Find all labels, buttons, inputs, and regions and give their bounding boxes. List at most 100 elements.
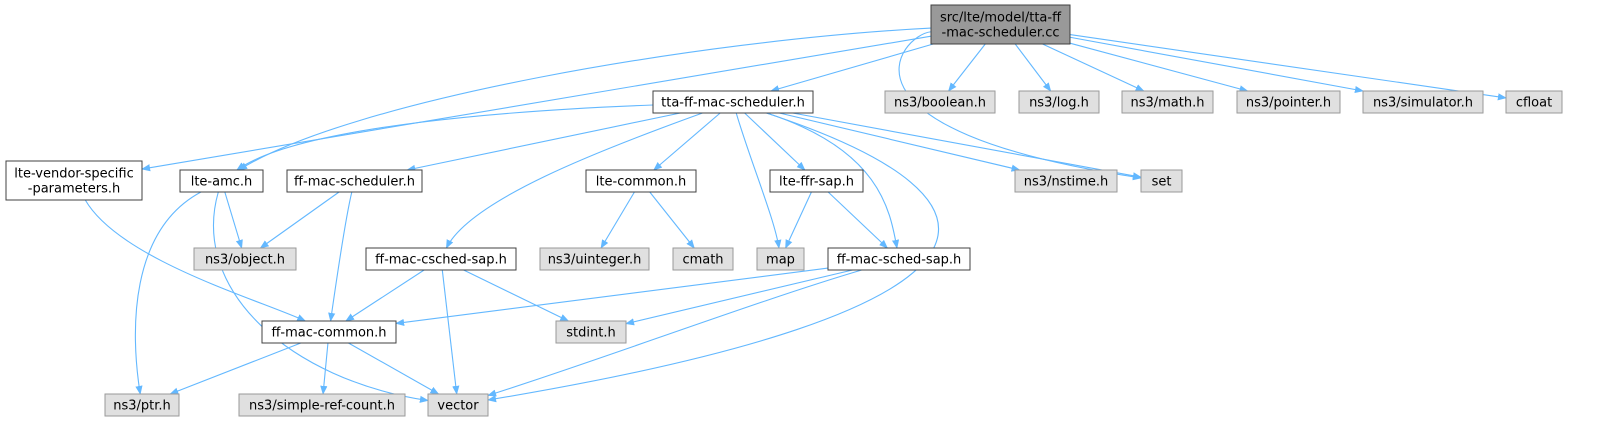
node-box-boolean: [884, 90, 996, 114]
node-box-sched: [827, 247, 971, 271]
node-label-amc: lte-amc.h: [191, 175, 253, 190]
node-ffms[interactable]: ff-mac-scheduler.h: [286, 169, 423, 193]
node-object: ns3/object.h: [193, 247, 297, 271]
node-lvsp[interactable]: lte-vendor-specific-parameters.h: [5, 160, 143, 201]
node-label-ffms: ff-mac-scheduler.h: [294, 175, 415, 190]
edge-ltecommon-to-uinteger: [600, 191, 635, 249]
node-simulator: ns3/simulator.h: [1362, 90, 1484, 114]
node-box-stdint: [555, 320, 627, 344]
node-label-csched: ff-mac-csched-sap.h: [375, 253, 507, 268]
edge-csched-to-vector: [441, 269, 460, 395]
node-label-sched: ff-mac-sched-sap.h: [837, 253, 962, 268]
node-label-vector: vector: [437, 399, 479, 414]
node-cfloat: cfloat: [1505, 90, 1563, 114]
edge-root-to-math: [1042, 43, 1145, 92]
node-box-common: [261, 320, 397, 344]
node-label-root-line-1: src/lte/model/tta-ff: [940, 11, 1062, 26]
node-box-cmath: [672, 247, 734, 271]
node-label-set: set: [1152, 175, 1172, 190]
edge-tta_h-to-sched: [766, 112, 900, 249]
edge-tta_h-to-set: [792, 112, 1142, 180]
node-boolean: ns3/boolean.h: [884, 90, 996, 114]
node-box-ptr: [104, 393, 180, 417]
edge-ffms-to-object: [259, 191, 340, 249]
node-box-cfloat: [1505, 90, 1563, 114]
node-box-pointer: [1236, 90, 1341, 114]
node-set: set: [1140, 169, 1183, 193]
node-label-ffrsap: lte-ffr-sap.h: [779, 175, 854, 190]
node-box-csched: [365, 247, 517, 271]
edge-root-to-set: [898, 31, 1142, 181]
node-amc[interactable]: lte-amc.h: [179, 169, 264, 193]
node-tta_h[interactable]: tta-ff-mac-scheduler.h: [652, 90, 814, 114]
edge-common-to-simpleref: [320, 342, 329, 395]
node-csched[interactable]: ff-mac-csched-sap.h: [365, 247, 517, 271]
node-box-map: [756, 247, 805, 271]
node-box-math: [1121, 90, 1214, 114]
node-label-lvsp-line-1: lte-vendor-specific: [14, 167, 134, 182]
edge-tta_h-to-nstime: [779, 112, 1021, 172]
node-label-lvsp-line-2: -parameters.h: [28, 182, 120, 197]
node-label-ptr: ns3/ptr.h: [113, 399, 171, 414]
edge-csched-to-common: [345, 269, 425, 322]
node-common[interactable]: ff-mac-common.h: [261, 320, 397, 344]
node-label-log: ns3/log.h: [1029, 96, 1089, 111]
edge-lvsp-to-common: [84, 199, 307, 322]
edge-root-to-simulator: [1069, 36, 1364, 94]
edge-root-to-cfloat: [1069, 34, 1507, 101]
node-uinteger: ns3/uinteger.h: [539, 247, 650, 271]
node-box-lvsp: [5, 160, 143, 201]
node-box-simulator: [1362, 90, 1484, 114]
node-box-ffms: [286, 169, 423, 193]
node-sched[interactable]: ff-mac-sched-sap.h: [827, 247, 971, 271]
edge-tta_h-to-map: [735, 112, 782, 249]
node-box-ltecommon: [585, 169, 697, 193]
node-label-math: ns3/math.h: [1130, 96, 1204, 111]
edge-csched-to-stdint: [463, 269, 570, 322]
node-ptr: ns3/ptr.h: [104, 393, 180, 417]
edge-ffrsap-to-sched: [827, 191, 889, 249]
node-label-stdint: stdint.h: [566, 326, 615, 341]
node-log: ns3/log.h: [1018, 90, 1100, 114]
node-label-common: ff-mac-common.h: [271, 326, 386, 341]
edge-tta_h-to-ltecommon: [653, 112, 721, 171]
edge-tta_h-to-ffrsap: [744, 112, 806, 171]
edge-tta_h-to-ffms: [406, 112, 681, 172]
node-label-cfloat: cfloat: [1516, 96, 1552, 111]
node-box-vector: [427, 393, 489, 417]
node-box-simpleref: [238, 393, 406, 417]
edge-ffrsap-to-map: [785, 191, 812, 249]
node-cmath: cmath: [672, 247, 734, 271]
node-label-root-line-2: -mac-scheduler.cc: [942, 26, 1060, 41]
node-box-set: [1140, 169, 1183, 193]
edge-sched-to-common: [395, 267, 829, 326]
edge-sched-to-stdint: [625, 269, 853, 326]
node-ffrsap[interactable]: lte-ffr-sap.h: [769, 169, 864, 193]
node-label-cmath: cmath: [682, 253, 723, 268]
node-simpleref: ns3/simple-ref-count.h: [238, 393, 406, 417]
node-nstime: ns3/nstime.h: [1014, 169, 1118, 193]
node-box-uinteger: [539, 247, 650, 271]
edge-amc-to-object: [224, 191, 243, 249]
node-pointer: ns3/pointer.h: [1236, 90, 1341, 114]
edge-ffms-to-common: [328, 191, 353, 322]
node-label-object: ns3/object.h: [205, 253, 285, 268]
node-box-ffrsap: [769, 169, 864, 193]
node-label-simulator: ns3/simulator.h: [1373, 96, 1473, 111]
node-box-amc: [179, 169, 264, 193]
node-box-log: [1018, 90, 1100, 114]
node-stdint: stdint.h: [555, 320, 627, 344]
node-root[interactable]: src/lte/model/tta-ff-mac-scheduler.cc: [930, 4, 1071, 45]
edge-root-to-pointer: [1069, 42, 1249, 93]
node-map: map: [756, 247, 805, 271]
edge-amc-to-vector: [213, 191, 429, 403]
node-label-simpleref: ns3/simple-ref-count.h: [249, 399, 395, 414]
edge-ltecommon-to-cmath: [649, 191, 695, 249]
edge-root-to-amc: [238, 27, 932, 171]
node-label-pointer: ns3/pointer.h: [1246, 96, 1331, 111]
edge-common-to-ptr: [169, 342, 302, 395]
node-ltecommon[interactable]: lte-common.h: [585, 169, 697, 193]
node-label-uinteger: ns3/uinteger.h: [548, 253, 642, 268]
edge-root-to-tta_h: [770, 43, 934, 93]
node-math: ns3/math.h: [1121, 90, 1214, 114]
